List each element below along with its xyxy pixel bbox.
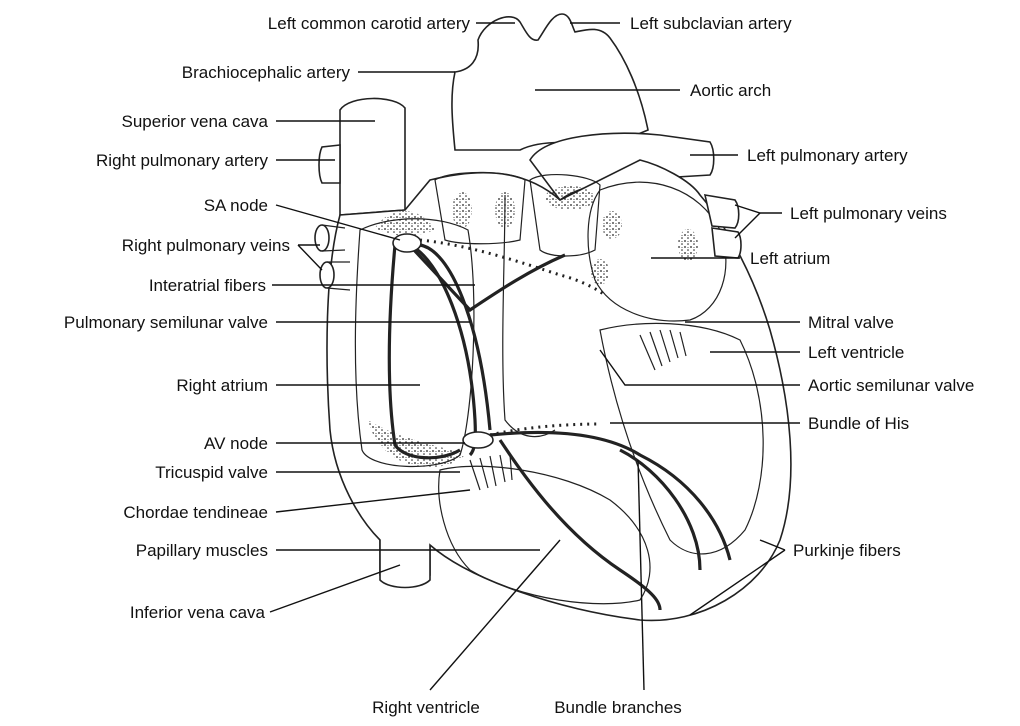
- label-left-common-carotid-artery: Left common carotid artery: [268, 14, 471, 33]
- right-pulmonary-artery-shape: [319, 145, 340, 183]
- label-av-node: AV node: [204, 434, 268, 453]
- pulmonary-valve-stipple-2: [495, 192, 515, 228]
- left-atrium-stipple-3: [591, 259, 609, 285]
- left-atrium-stipple-1: [602, 211, 622, 239]
- label-sa-node: SA node: [204, 196, 268, 215]
- label-left-pulmonary-veins: Left pulmonary veins: [790, 204, 947, 223]
- label-left-subclavian-artery: Left subclavian artery: [630, 14, 792, 33]
- label-inferior-vena-cava: Inferior vena cava: [130, 603, 266, 622]
- label-brachiocephalic-artery: Brachiocephalic artery: [182, 63, 351, 82]
- superior-vena-cava-shape: [340, 98, 405, 215]
- label-interatrial-fibers: Interatrial fibers: [149, 276, 266, 295]
- label-bundle-of-his: Bundle of His: [808, 414, 909, 433]
- label-pulmonary-semilunar-valve: Pulmonary semilunar valve: [64, 313, 268, 332]
- heart-illustration: [315, 14, 791, 620]
- label-left-atrium: Left atrium: [750, 249, 830, 268]
- right-pulmonary-vein-lower: [320, 262, 334, 288]
- label-right-atrium: Right atrium: [176, 376, 268, 395]
- label-chordae-tendineae: Chordae tendineae: [123, 503, 268, 522]
- inferior-vena-cava-shape: [380, 540, 430, 588]
- label-bundle-branches: Bundle branches: [554, 698, 682, 717]
- label-right-pulmonary-veins: Right pulmonary veins: [122, 236, 290, 255]
- label-purkinje-fibers: Purkinje fibers: [793, 541, 901, 560]
- sa-node: [393, 234, 421, 252]
- pulmonary-valve-stipple-1: [452, 192, 472, 228]
- label-tricuspid-valve: Tricuspid valve: [155, 463, 268, 482]
- label-superior-vena-cava: Superior vena cava: [122, 112, 269, 131]
- label-papillary-muscles: Papillary muscles: [136, 541, 268, 560]
- label-left-ventricle: Left ventricle: [808, 343, 904, 362]
- label-right-ventricle: Right ventricle: [372, 698, 480, 717]
- label-left-pulmonary-artery: Left pulmonary artery: [747, 146, 908, 165]
- label-aortic-arch: Aortic arch: [690, 81, 771, 100]
- av-node: [463, 432, 493, 448]
- label-aortic-semilunar-valve: Aortic semilunar valve: [808, 376, 974, 395]
- right-pulmonary-vein-upper: [315, 225, 329, 251]
- label-mitral-valve: Mitral valve: [808, 313, 894, 332]
- aortic-stipple: [545, 186, 595, 210]
- left-atrium-stipple-2: [678, 229, 698, 261]
- aortic-arch-shape: [452, 14, 648, 150]
- label-right-pulmonary-artery: Right pulmonary artery: [96, 151, 268, 170]
